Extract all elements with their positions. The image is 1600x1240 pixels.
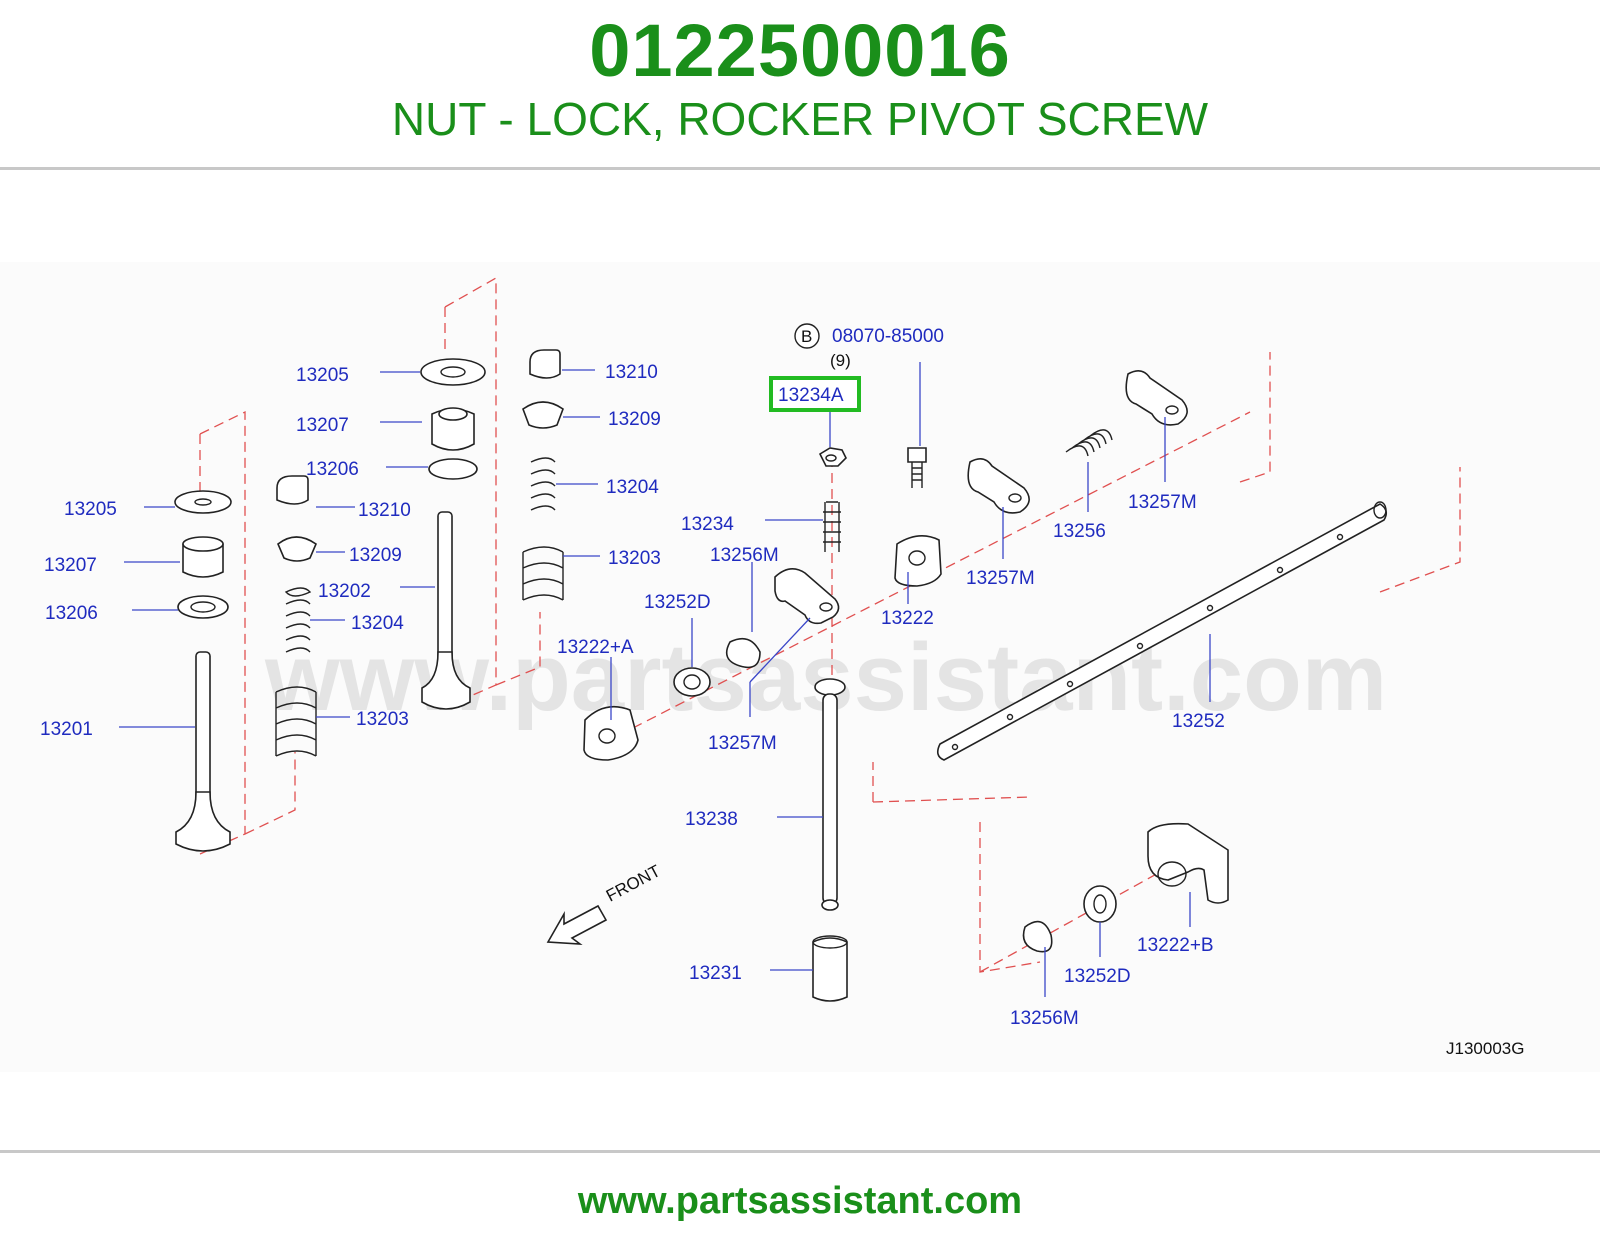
callout-13210[interactable]: 13210 bbox=[605, 362, 658, 383]
callout-13210-left[interactable]: 13210 bbox=[358, 500, 411, 521]
rocker-assembly-parts bbox=[583, 370, 1388, 1002]
callout-13201[interactable]: 13201 bbox=[40, 719, 93, 740]
callout-13252[interactable]: 13252 bbox=[1172, 711, 1225, 732]
part-description: NUT - LOCK, ROCKER PIVOT SCREW bbox=[391, 93, 1209, 145]
header-divider bbox=[0, 167, 1600, 170]
spring-parts-left bbox=[275, 475, 317, 757]
highlight-box bbox=[769, 376, 861, 412]
callout-13206-left[interactable]: 13206 bbox=[45, 603, 98, 624]
callout-13252D-centre[interactable]: 13252D bbox=[644, 592, 711, 613]
page-header: 0122500016 NUT - LOCK, ROCKER PIVOT SCRE… bbox=[0, 0, 1600, 170]
callout-13207[interactable]: 13207 bbox=[296, 415, 349, 436]
callout-13203-left[interactable]: 13203 bbox=[356, 709, 409, 730]
callout-13222-B[interactable]: 13222+B bbox=[1137, 935, 1214, 956]
diagram-canvas: www.partsassistant.com bbox=[40, 276, 1524, 1058]
left-valve-guides bbox=[199, 276, 541, 855]
callout-13252D-lower[interactable]: 13252D bbox=[1064, 966, 1131, 987]
callout-13222[interactable]: 13222 bbox=[881, 608, 934, 629]
callout-13256[interactable]: 13256 bbox=[1053, 521, 1106, 542]
callout-13207-left[interactable]: 13207 bbox=[44, 555, 97, 576]
callout-13238[interactable]: 13238 bbox=[685, 809, 738, 830]
callout-13256M-lower[interactable]: 13256M bbox=[1010, 1008, 1079, 1029]
valve-13202-part bbox=[420, 358, 486, 710]
bolt-marker-letter: B bbox=[801, 327, 812, 346]
spring-parts-middle bbox=[522, 349, 564, 601]
bolt-quantity: (9) bbox=[830, 351, 851, 370]
valve-13201-part bbox=[174, 490, 232, 852]
part-number: 0122500016 bbox=[589, 9, 1011, 92]
callout-13257M-right1[interactable]: 13257M bbox=[966, 568, 1035, 589]
front-label: FRONT bbox=[603, 861, 664, 905]
parts-diagram: www.partsassistant.com bbox=[0, 262, 1600, 1072]
bolt-part-number[interactable]: 08070-85000 bbox=[832, 326, 944, 347]
callout-13204[interactable]: 13204 bbox=[606, 477, 659, 498]
callout-13205-left[interactable]: 13205 bbox=[64, 499, 117, 520]
callout-13231[interactable]: 13231 bbox=[689, 963, 742, 984]
callout-13234[interactable]: 13234 bbox=[681, 514, 734, 535]
footer-divider bbox=[0, 1150, 1600, 1153]
callout-13257M-centre[interactable]: 13257M bbox=[708, 733, 777, 754]
callout-13202[interactable]: 13202 bbox=[318, 581, 371, 602]
callout-13234A-highlighted[interactable]: 13234A bbox=[778, 385, 844, 406]
callout-13257M-right2[interactable]: 13257M bbox=[1128, 492, 1197, 513]
callout-13206[interactable]: 13206 bbox=[306, 459, 359, 480]
callout-13222-A[interactable]: 13222+A bbox=[557, 637, 634, 658]
front-direction-arrow: FRONT bbox=[546, 861, 664, 945]
callout-13209-left[interactable]: 13209 bbox=[349, 545, 402, 566]
callout-labels: 13205 13207 13206 13205 13207 13206 1320… bbox=[40, 323, 1524, 1058]
callout-13203[interactable]: 13203 bbox=[608, 548, 661, 569]
callout-13204-left[interactable]: 13204 bbox=[351, 613, 404, 634]
bolt-marker-circle bbox=[794, 323, 820, 349]
diagram-code: J130003G bbox=[1446, 1039, 1524, 1058]
callout-13256M-centre[interactable]: 13256M bbox=[710, 545, 779, 566]
leader-lines bbox=[119, 362, 1211, 997]
callout-13209[interactable]: 13209 bbox=[608, 409, 661, 430]
footer-url[interactable]: www.partsassistant.com bbox=[577, 1180, 1023, 1222]
callout-13205[interactable]: 13205 bbox=[296, 365, 349, 386]
